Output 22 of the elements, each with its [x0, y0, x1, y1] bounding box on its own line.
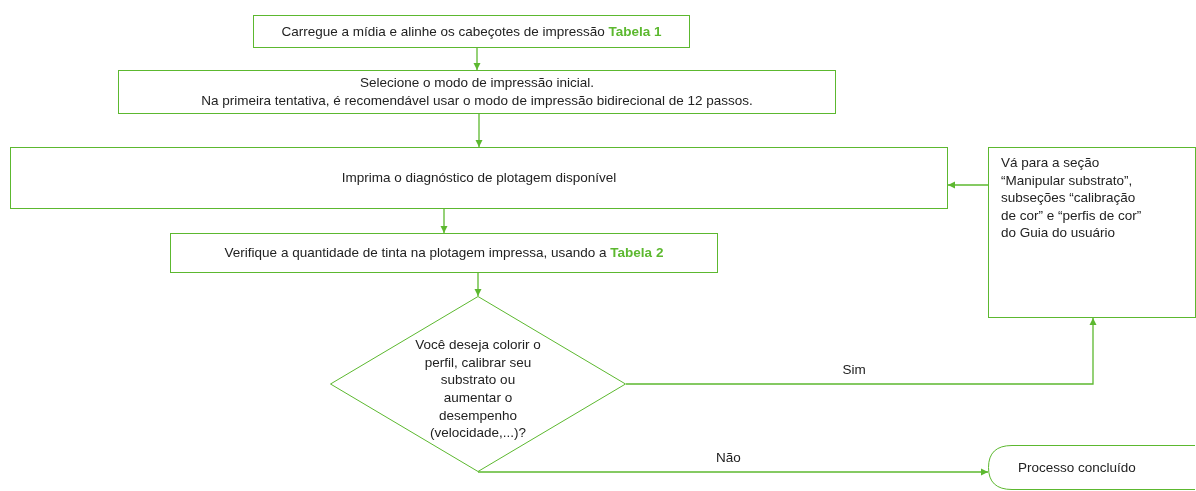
- arrow: [477, 468, 989, 476]
- arrow: [947, 181, 989, 189]
- process-box: [988, 147, 1196, 318]
- arrow: [440, 208, 448, 234]
- arrow: [474, 272, 482, 297]
- step-text: Imprima o diagnóstico de plotagem disponível: [341, 169, 617, 187]
- process-box: [10, 147, 948, 209]
- step-text: Selecione o modo de impressão inicial.: [359, 74, 595, 92]
- step-text: Verifique a quantidade de tinta na plotagem impressa, usando a Tabela 2: [224, 244, 664, 262]
- process-box: [253, 15, 690, 48]
- terminal-shape: [988, 445, 1195, 490]
- arrow: [475, 113, 483, 148]
- arrow: [625, 317, 1097, 385]
- step-text: Carregue a mídia e alinhe os cabeçotes de impressão Tabela 1: [281, 22, 662, 41]
- decision-question: Você deseja colorir o perfil, calibrar seu substrato ou aumentar o desempenho (velocidade,...)?: [415, 336, 541, 442]
- step-text: Na primeira tentativa, é recomendável usar o modo de impressão bidirecional de 12 passos.: [201, 92, 753, 110]
- process-box: [170, 233, 718, 273]
- process-box: [118, 70, 836, 114]
- arrow: [473, 47, 481, 71]
- step-text: Vá para a seção “Manipular substrato”, subseções “calibração de cor” e “perfis de cor” do Guia do usuário: [1001, 154, 1143, 242]
- decision-diamond: [330, 296, 626, 472]
- step-text: Processo concluído: [1018, 458, 1136, 477]
